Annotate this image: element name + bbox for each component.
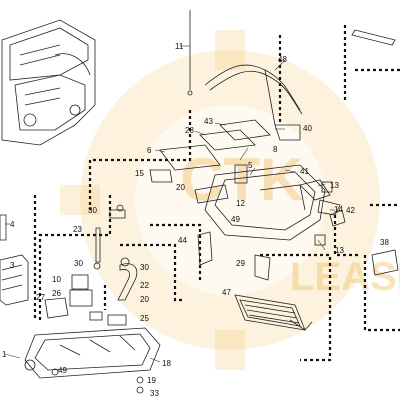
- label-8: 8: [273, 145, 278, 154]
- label-30-top: 30: [88, 206, 97, 215]
- main-housing: [149, 164, 341, 241]
- leader-lines: [4, 45, 335, 363]
- fasteners: [93, 204, 144, 394]
- label-15: 15: [135, 169, 144, 178]
- label-20: 20: [176, 183, 185, 192]
- label-19: 19: [147, 376, 156, 385]
- label-11: 11: [175, 42, 184, 51]
- brackets: [197, 231, 271, 281]
- right-side-parts: [314, 29, 399, 276]
- label-28: 28: [185, 126, 194, 135]
- wiring-harness: [204, 64, 303, 126]
- label-30-right: 30: [140, 263, 149, 272]
- tray-frame: [24, 327, 161, 379]
- label-33: 33: [150, 389, 159, 398]
- label-6: 6: [147, 146, 152, 155]
- dashed-guides: [33, 25, 400, 362]
- label-30-mid: 30: [74, 259, 83, 268]
- label-12: 12: [236, 199, 245, 208]
- label-22: 22: [140, 281, 149, 290]
- part-labels: 11 48 43 40 28 6 8 5 41 15 13 20 12 30 1…: [2, 42, 389, 398]
- label-4: 4: [10, 220, 15, 229]
- radiator-part: [234, 294, 313, 331]
- label-40: 40: [303, 124, 312, 133]
- rod-part: [187, 10, 193, 96]
- label-44: 44: [178, 236, 187, 245]
- label-1: 1: [2, 350, 7, 359]
- label-13-lower: 13: [335, 246, 344, 255]
- pipes: [95, 209, 138, 301]
- label-27: 27: [36, 293, 45, 302]
- label-18: 18: [162, 359, 171, 368]
- engine-block: [1, 19, 96, 146]
- label-43: 43: [204, 117, 213, 126]
- label-26: 26: [52, 289, 61, 298]
- label-20-lower: 20: [140, 295, 149, 304]
- label-48: 49: [231, 215, 240, 224]
- label-23: 23: [73, 225, 82, 234]
- label-3: 3: [10, 261, 15, 270]
- label-14: 14: [334, 205, 343, 214]
- label-25: 25: [140, 314, 149, 323]
- label-41: 41: [300, 167, 309, 176]
- label-49: 49: [58, 366, 67, 375]
- plates: [159, 119, 301, 171]
- label-46: 47: [222, 288, 231, 297]
- label-10: 10: [52, 275, 61, 284]
- label-47: 48: [278, 55, 287, 64]
- label-42: 42: [346, 206, 355, 215]
- watermark-text-sub: LEASING: [290, 255, 400, 299]
- label-38: 38: [380, 238, 389, 247]
- label-29: 29: [236, 259, 245, 268]
- label-5: 5: [248, 161, 253, 170]
- watermark-gear: [60, 30, 380, 370]
- battery-box: [0, 214, 29, 306]
- small-components: [44, 274, 127, 326]
- label-13-upper: 13: [330, 181, 339, 190]
